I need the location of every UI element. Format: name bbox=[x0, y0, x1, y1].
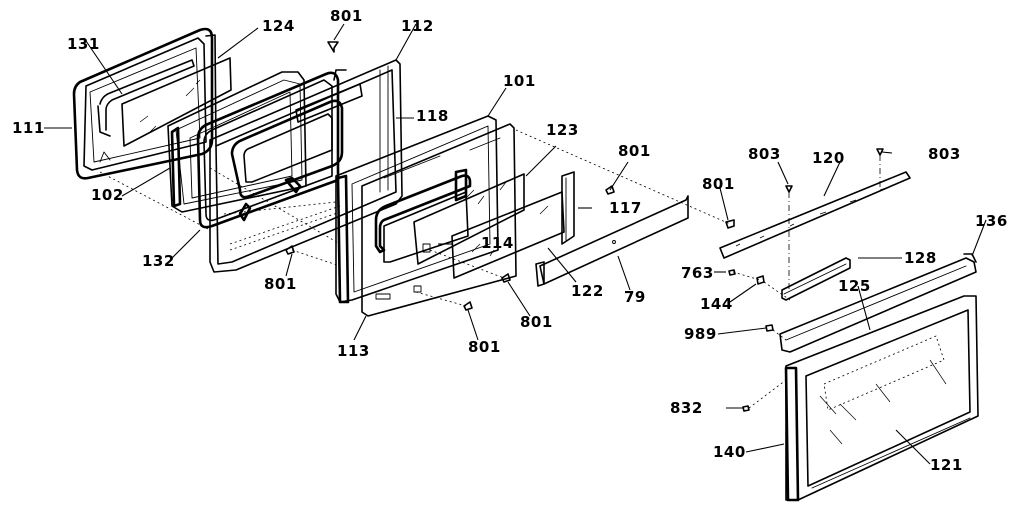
callout-113: 113 bbox=[337, 342, 370, 360]
callout-124: 124 bbox=[262, 17, 295, 35]
part-123-window-glass bbox=[413, 173, 525, 265]
part-140-outer-door bbox=[784, 295, 979, 502]
part-111-outer-frame bbox=[72, 27, 217, 180]
callout-801-left: 801 bbox=[264, 275, 297, 293]
part-120-trim-strip bbox=[719, 171, 911, 259]
part-113-door-panel bbox=[361, 123, 517, 317]
part-117-side-bracket bbox=[561, 171, 575, 245]
small-parts bbox=[728, 269, 774, 412]
callout-989: 989 bbox=[684, 325, 717, 343]
callout-120: 120 bbox=[812, 149, 845, 167]
screw-803-group bbox=[785, 148, 884, 290]
callout-102: 102 bbox=[91, 186, 124, 204]
callout-801-mid: 801 bbox=[618, 142, 651, 160]
part-112-door-frame bbox=[209, 59, 403, 273]
callout-140: 140 bbox=[713, 443, 746, 461]
part-79-trim bbox=[535, 195, 689, 287]
callout-801-right: 801 bbox=[702, 175, 735, 193]
callout-122: 122 bbox=[571, 282, 604, 300]
callout-79: 79 bbox=[624, 288, 646, 306]
callout-125: 125 bbox=[838, 277, 871, 295]
callout-111: 111 bbox=[12, 119, 45, 137]
part-128-tube bbox=[781, 257, 851, 301]
part-114-bracket bbox=[422, 243, 431, 253]
callout-832: 832 bbox=[670, 399, 703, 417]
callout-801-bottom: 801 bbox=[468, 338, 501, 356]
callout-118: 118 bbox=[416, 107, 449, 125]
callout-112: 112 bbox=[401, 17, 434, 35]
part-125-top-rail bbox=[779, 253, 977, 353]
callout-128: 128 bbox=[904, 249, 937, 267]
part-131-gasket bbox=[97, 59, 195, 137]
callout-114: 114 bbox=[481, 234, 514, 252]
callout-136: 136 bbox=[975, 212, 1008, 230]
callout-132: 132 bbox=[142, 252, 175, 270]
leader-lines bbox=[44, 23, 987, 465]
callout-117: 117 bbox=[609, 199, 642, 217]
alignment-lines bbox=[99, 129, 791, 409]
callout-801-top: 801 bbox=[330, 7, 363, 25]
callout-763: 763 bbox=[681, 264, 714, 282]
part-124-glass-panel bbox=[121, 57, 232, 147]
callout-144: 144 bbox=[700, 295, 733, 313]
callout-801-lower: 801 bbox=[520, 313, 553, 331]
screw-801-group bbox=[285, 41, 735, 311]
callout-121: 121 bbox=[930, 456, 963, 474]
part-122-glass-panel bbox=[451, 191, 565, 279]
callout-803-left: 803 bbox=[748, 145, 781, 163]
part-102-liner-frame bbox=[167, 71, 307, 213]
callout-803-right: 803 bbox=[928, 145, 961, 163]
callout-101: 101 bbox=[503, 72, 536, 90]
part-101-inner-panel bbox=[335, 115, 499, 304]
callout-123: 123 bbox=[546, 121, 579, 139]
callout-131: 131 bbox=[67, 35, 100, 53]
